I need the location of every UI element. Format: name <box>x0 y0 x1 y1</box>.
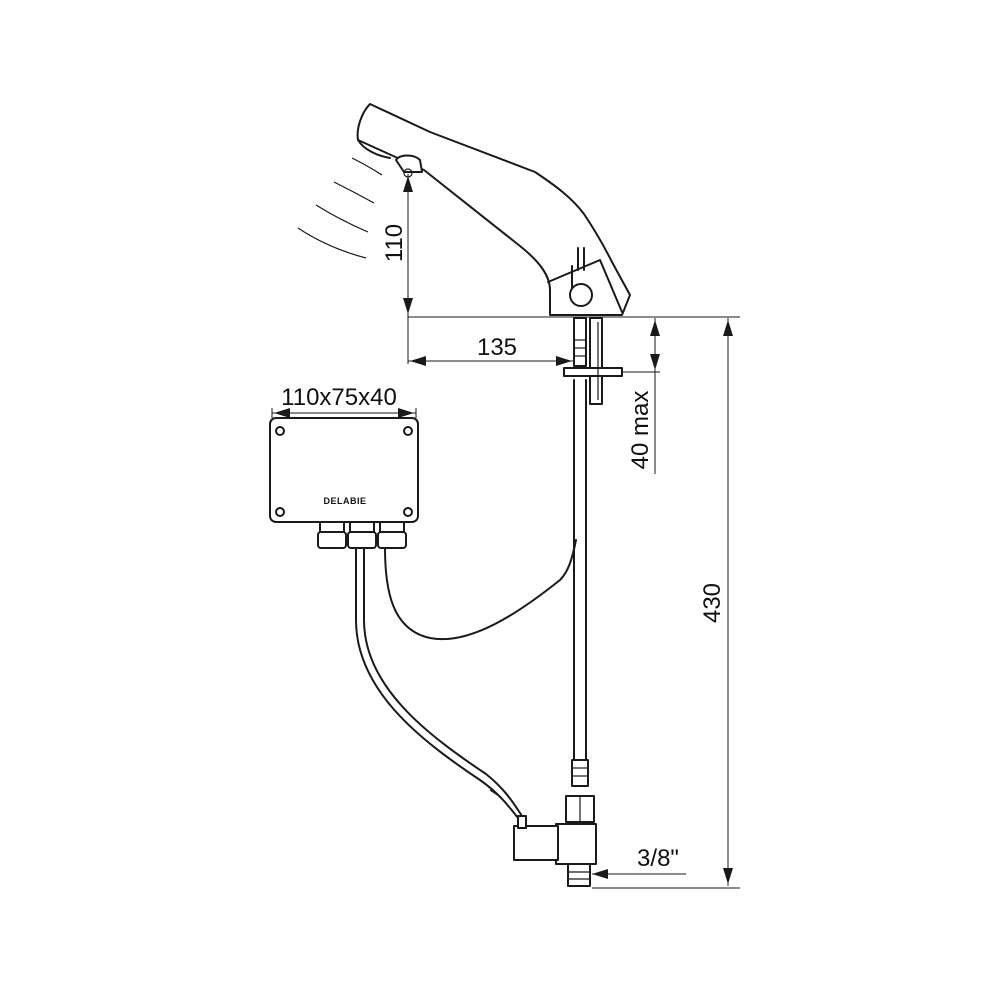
dimension-110-label: 110 <box>381 224 408 262</box>
dimension-box-label: 110x75x40 <box>281 384 397 411</box>
dimension-box-size: 110x75x40 <box>271 384 417 418</box>
dimension-40max-label: 40 max <box>627 391 654 470</box>
control-box: DELABIE <box>269 417 419 549</box>
sensor-waves <box>297 157 383 259</box>
dimension-total-height: 430 <box>592 318 740 889</box>
dimension-deck-thickness: 40 max <box>622 318 660 474</box>
dimension-reach: 135 <box>407 316 574 366</box>
dimension-connection: 3/8" <box>592 845 686 879</box>
dimension-135-label: 135 <box>477 334 517 361</box>
control-box-brand: DELABIE <box>323 496 366 506</box>
flexible-hose <box>571 379 589 787</box>
mounting-shank <box>563 317 623 405</box>
sensor-cable <box>384 539 577 641</box>
solenoid-valve <box>513 795 597 887</box>
dimension-connection-label: 3/8" <box>637 845 679 872</box>
valve-cable <box>355 547 523 819</box>
dimension-sensor-height: 110 <box>381 174 413 316</box>
faucet-spout <box>356 103 631 316</box>
dimension-430-label: 430 <box>699 583 726 623</box>
